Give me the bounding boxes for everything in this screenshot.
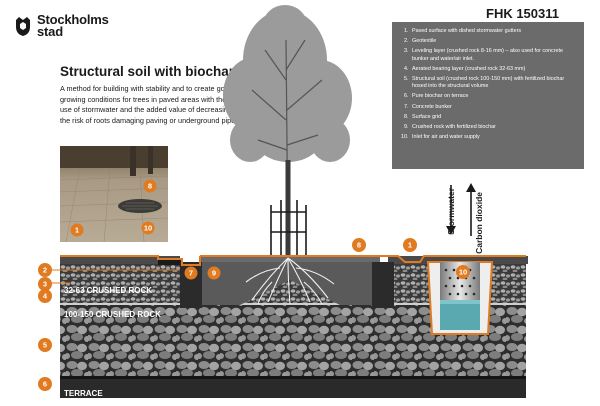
badge-7 <box>184 266 198 280</box>
legend-box: Paved surface with dished stormwater gut… <box>392 22 584 169</box>
legend-item: Geotextile <box>410 38 578 45</box>
logo-line-2: stad <box>37 24 63 39</box>
geotextile-outline <box>60 255 526 266</box>
badge-2 <box>38 263 52 277</box>
badge-9 <box>207 266 221 280</box>
badge-8-section-label: 8 <box>357 241 361 250</box>
paved-surface-left <box>60 256 180 264</box>
badge-9-label: 9 <box>212 269 216 278</box>
badge-1-section <box>403 238 417 252</box>
badge-3-label: 3 <box>43 280 47 289</box>
badge-8-section <box>352 238 366 252</box>
layer-label-32-63: 32-63 CRUSHED ROCK <box>64 286 153 295</box>
stormwater-gutter <box>158 259 182 265</box>
concrete-bunker-right <box>372 262 394 308</box>
badge-1-photo <box>70 223 84 237</box>
stockholms-stad-logo: Stockholms stad <box>14 12 109 39</box>
legend-item: Leveling layer (crushed rock 8-16 mm) – … <box>410 48 578 62</box>
photo-badges: 8 1 10 <box>70 179 157 237</box>
badge-10-photo <box>141 221 155 235</box>
section-badges: 7 9 8 1 10 <box>184 238 470 280</box>
terrace-layer <box>60 378 526 398</box>
document-id: FHK 150311 <box>486 6 559 21</box>
badge-4 <box>38 289 52 303</box>
diagram-description: A method for building with stability and… <box>60 84 239 125</box>
logo-line-1: Stockholms <box>37 12 109 27</box>
legend-item: Concrete bunker <box>410 104 578 111</box>
badge-1-photo-label: 1 <box>75 226 79 235</box>
legend-item: Paved surface with dished stormwater gut… <box>410 28 578 35</box>
badge-6-label: 6 <box>43 380 47 389</box>
badge-10-section <box>456 265 470 279</box>
legend-list: Paved surface with dished stormwater gut… <box>396 28 578 141</box>
legend-item: Aerated bearing layer (crushed rock 32-6… <box>410 66 578 73</box>
carbon-dioxide-label: Carbon dioxide <box>474 192 484 254</box>
legend-item: Structural soil (crushed rock 100-150 mm… <box>410 76 578 90</box>
legend-item: Surface grid <box>410 114 578 121</box>
badge-10-photo-label: 10 <box>144 224 152 233</box>
legend-item: Inlet for air and water supply <box>410 134 578 141</box>
badge-1-section-label: 1 <box>408 241 412 250</box>
stormwater-label: Stormwater <box>446 188 456 235</box>
paving-photo: 8 1 10 <box>60 146 168 242</box>
legend-item: Crushed rock with fertilized biochar <box>410 124 578 131</box>
badge-7-label: 7 <box>189 269 193 278</box>
badge-3 <box>38 277 52 291</box>
geotextile-line <box>60 303 526 305</box>
layer-label-100-150: 100-150 CRUSHED ROCK <box>64 310 161 319</box>
biochar-line <box>60 376 526 379</box>
stormwater-arrow-icon <box>446 226 456 235</box>
badge-5-label: 5 <box>43 341 47 350</box>
tree-illustration <box>223 5 352 255</box>
diagram-title: Structural soil with biochar <box>60 64 235 79</box>
badge-10-section-label: 10 <box>459 268 467 277</box>
badge-8-photo-label: 8 <box>148 182 152 191</box>
badge-6 <box>38 377 52 391</box>
legend-item: Pure biochar on terrace <box>410 93 578 100</box>
left-badges: 2 3 4 5 6 <box>38 263 180 391</box>
layer-label-terrace: TERRACE <box>64 389 103 398</box>
air-water-inlet <box>426 261 494 335</box>
badge-4-label: 4 <box>43 292 48 301</box>
planting-bed <box>190 262 390 305</box>
tree-roots <box>245 257 335 305</box>
badge-5 <box>38 338 52 352</box>
logo-wordmark: Stockholms stad <box>37 12 109 39</box>
badge-8-photo <box>143 179 157 193</box>
flow-arrows <box>446 183 476 236</box>
paved-surface-right <box>388 256 528 264</box>
co2-arrow-icon <box>466 183 476 192</box>
crown-shield-icon <box>16 17 30 36</box>
badge-2-label: 2 <box>43 266 47 275</box>
